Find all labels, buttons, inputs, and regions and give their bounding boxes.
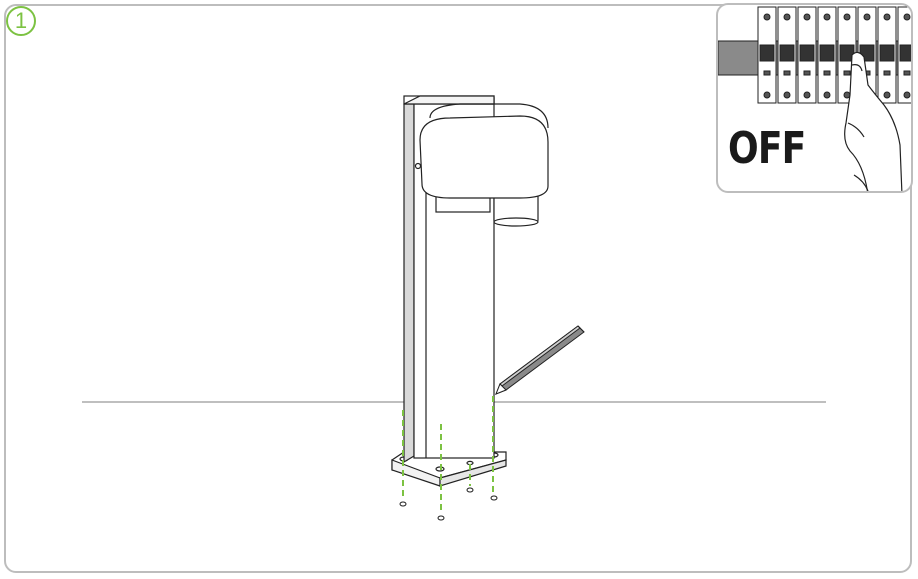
circuit-breaker-panel-icon	[718, 6, 911, 191]
power-off-inset: OFF	[716, 3, 913, 193]
off-label: OFF	[728, 123, 806, 174]
step-number-badge: 1	[6, 6, 36, 36]
drill-hole-markers	[399, 487, 498, 521]
pencil-icon	[495, 325, 585, 395]
drill-guide-lines	[402, 396, 494, 514]
step-frame	[4, 4, 912, 573]
lamp-head	[414, 103, 549, 227]
hand-icon	[844, 51, 903, 191]
